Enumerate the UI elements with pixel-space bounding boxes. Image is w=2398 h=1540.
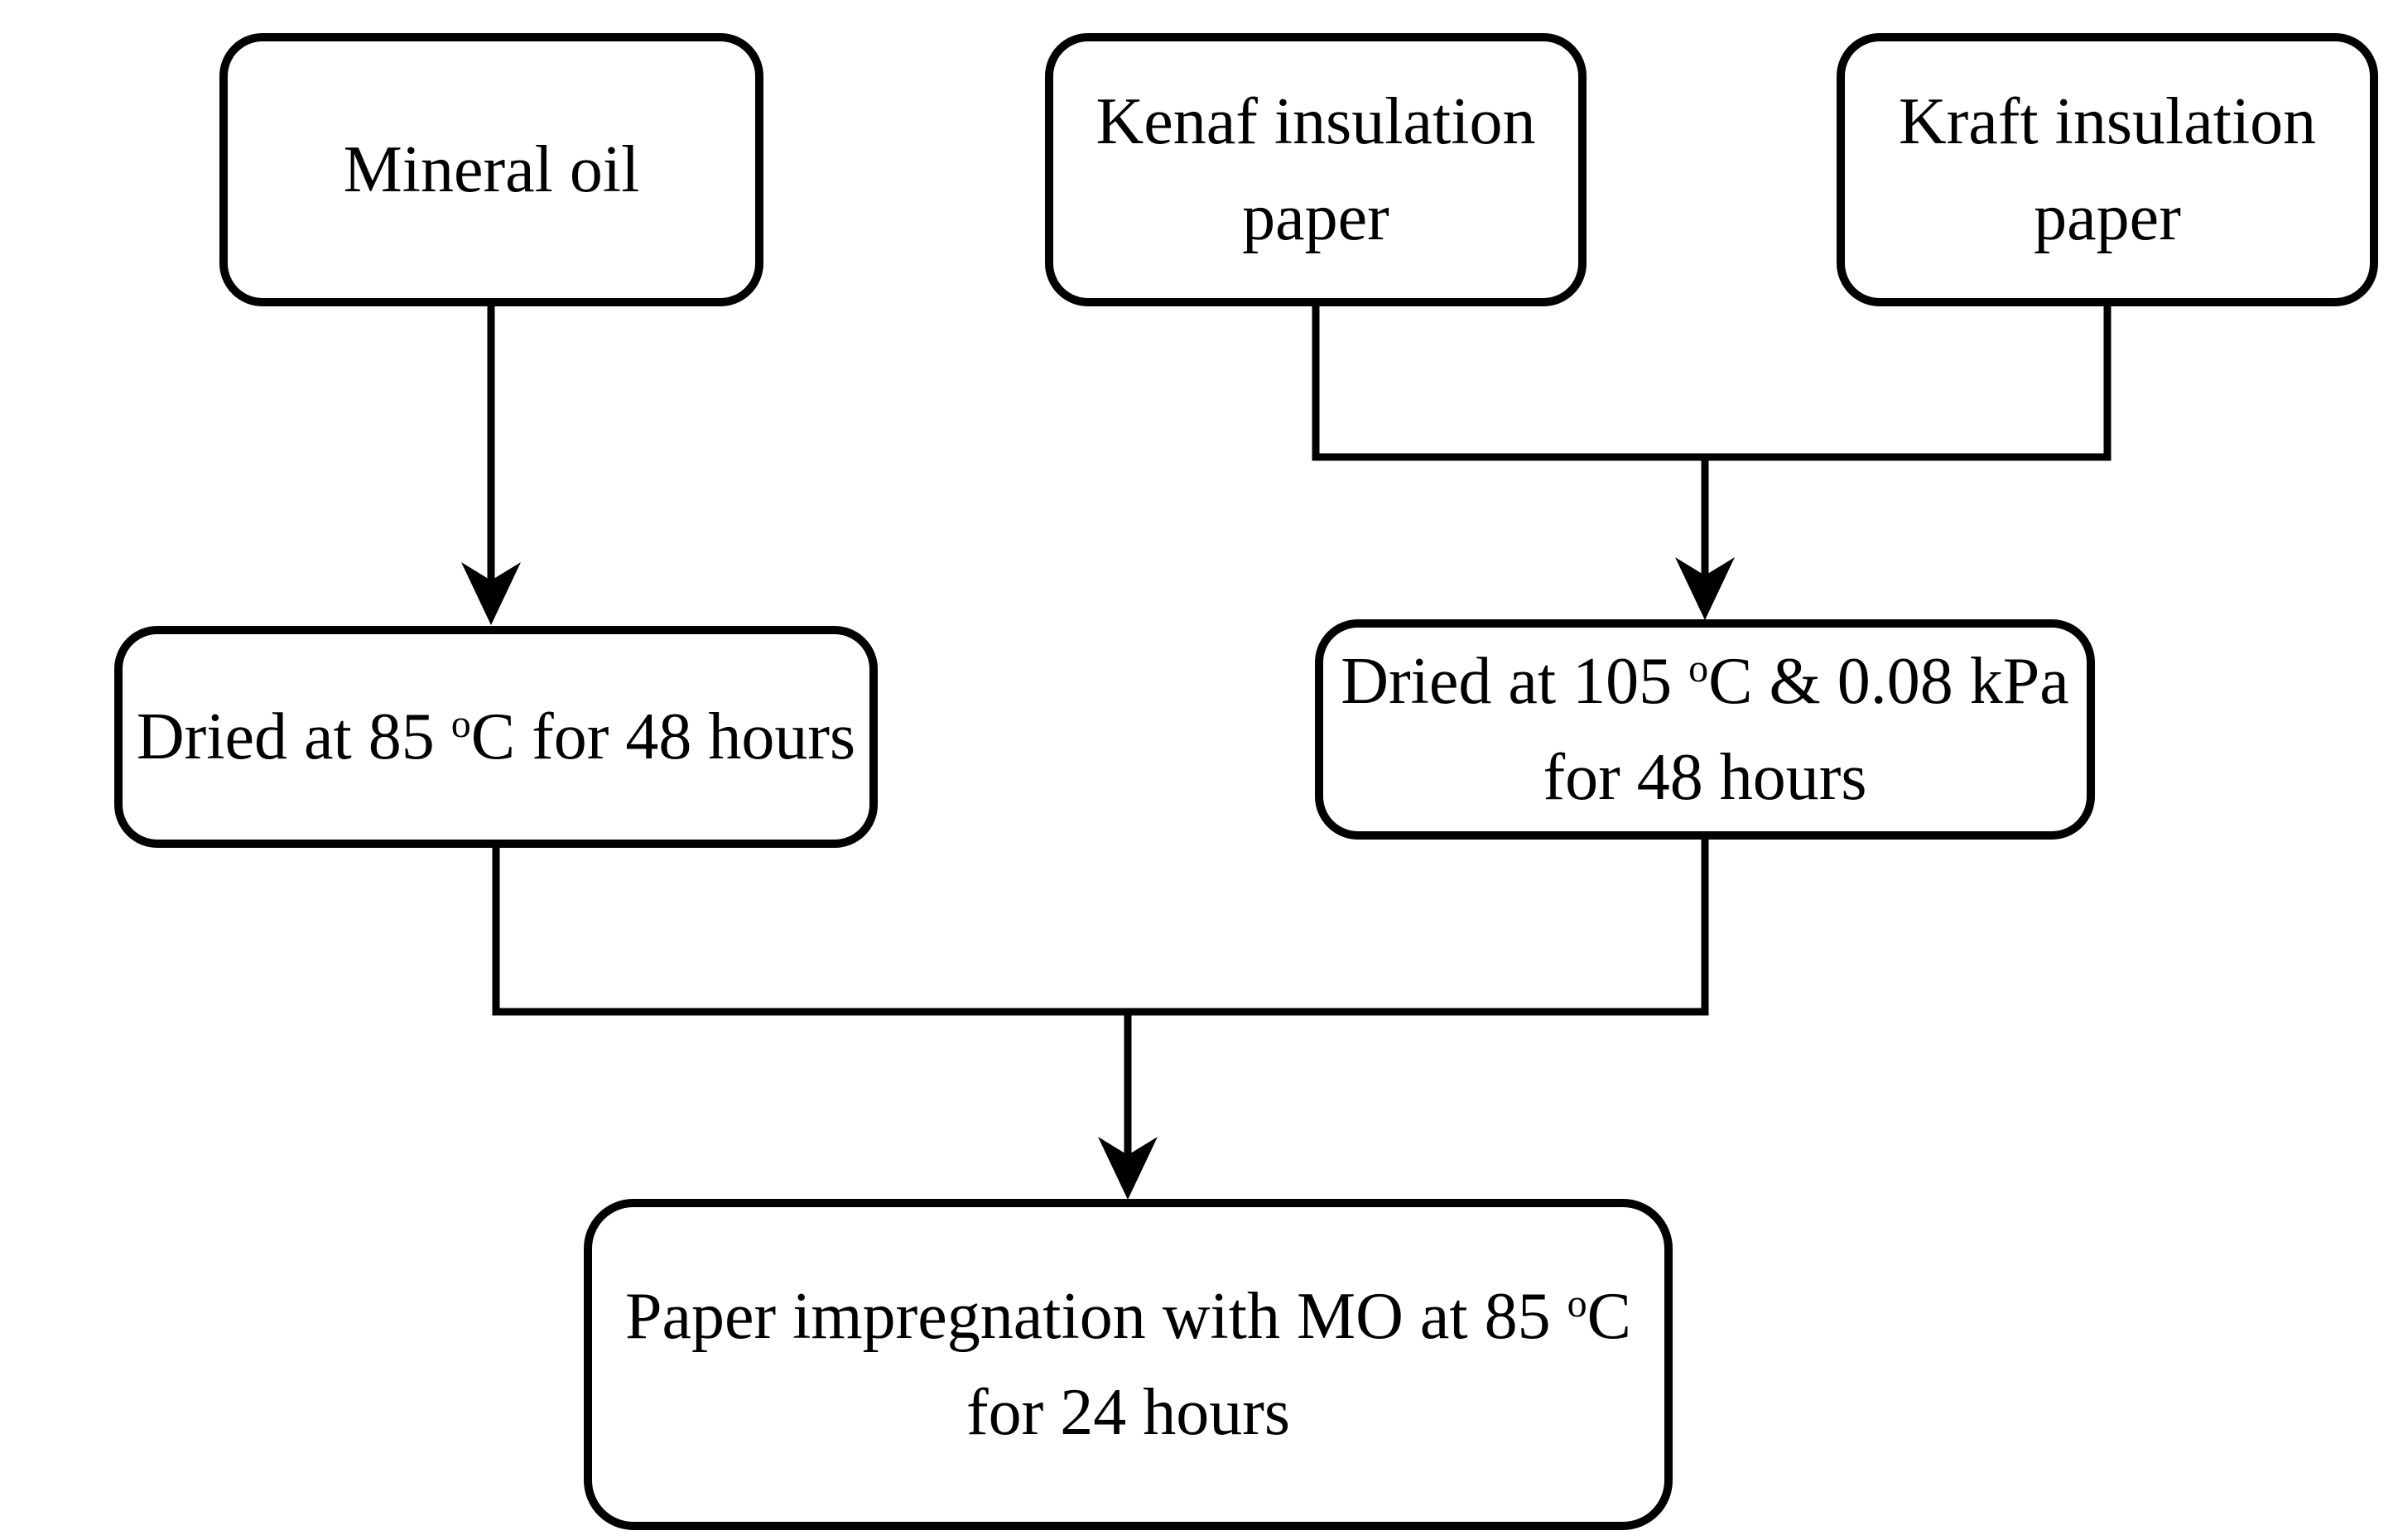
arrowhead-down-icon <box>1098 1137 1158 1200</box>
edge-mineral-oil-to-dried-oil <box>461 302 521 625</box>
node-dried-oil: Dried at 85 oC for 48 hours <box>114 626 878 848</box>
edge-kenaf-kraft-to-dried-paper <box>1312 302 2111 620</box>
node-dried-oil-label: Dried at 85 oC for 48 hours <box>136 700 856 773</box>
arrowhead-down-icon <box>1675 557 1735 620</box>
node-mineral-oil: Mineral oil <box>219 33 763 306</box>
edge-dried-to-impregnation <box>492 835 1709 1200</box>
node-mineral-oil-label: Mineral oil <box>343 133 640 206</box>
arrowhead-down-icon <box>461 562 521 625</box>
